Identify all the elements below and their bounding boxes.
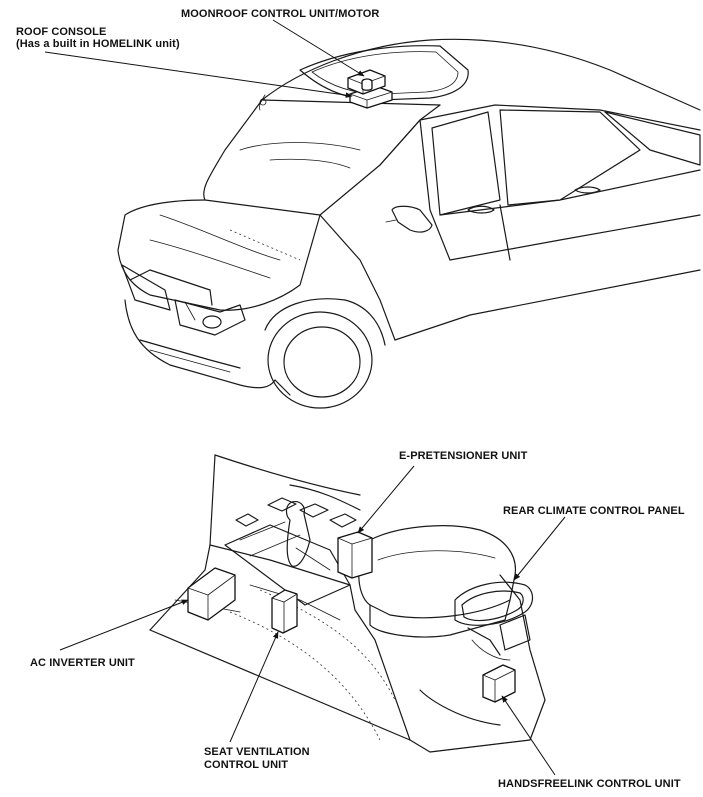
e-pretensioner-leader-arrow — [357, 465, 415, 534]
handsfreelink-leader-arrow — [501, 695, 556, 776]
rear-climate-control-label: REAR CLIMATE CONTROL PANEL — [503, 505, 685, 517]
seat-ventilation-label: SEAT VENTILATION — [204, 746, 310, 758]
handsfreelink-label: HANDSFREELINK CONTROL UNIT — [498, 778, 681, 790]
seat-ventilation-box — [271, 589, 298, 634]
seat-ventilation-label-2: CONTROL UNIT — [204, 759, 289, 771]
roof-console-note-label: (Has a built in HOMELINK unit) — [16, 38, 180, 50]
handsfreelink-box — [482, 664, 516, 703]
moonroof-leader-arrow — [272, 19, 365, 77]
ac-inverter-leader-arrow — [59, 599, 189, 651]
moonroof-control-unit-label: MOONROOF CONTROL UNIT/MOTOR — [181, 8, 380, 20]
e-pretensioner-label: E-PRETENSIONER UNIT — [399, 450, 528, 462]
roof-console-leader-arrow — [44, 51, 353, 98]
rear-climate-leader-arrow — [513, 516, 566, 581]
ac-inverter-label: AC INVERTER UNIT — [30, 657, 135, 669]
ac-inverter-box — [187, 567, 236, 621]
vehicle-illustration — [117, 38, 701, 409]
seat-vent-leader-arrow — [229, 631, 279, 743]
e-pretensioner-box — [337, 531, 373, 579]
roof-console-label: ROOF CONSOLE — [16, 26, 107, 38]
